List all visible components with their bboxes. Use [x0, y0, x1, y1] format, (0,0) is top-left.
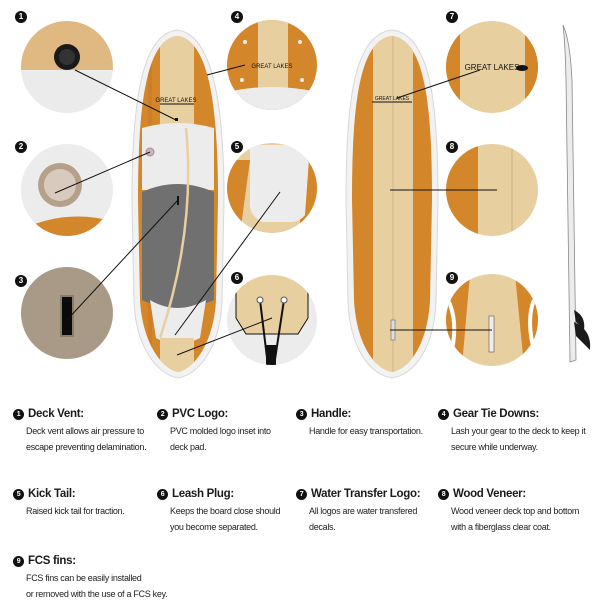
number-badge-icon: 6 — [157, 488, 168, 500]
callout-number-9: 9 — [446, 272, 458, 284]
feature-title: FCS fins: — [28, 555, 76, 567]
callout-number-5: 5 — [231, 141, 243, 153]
number-badge-icon: 4 — [438, 408, 449, 420]
feature-desc-line: All logos are water transfered — [309, 506, 418, 516]
callout-number-3: 3 — [15, 275, 27, 287]
feature-title: Kick Tail: — [28, 488, 76, 500]
feature-title: Handle: — [311, 408, 352, 420]
callout-6-leash-plug — [227, 275, 317, 365]
number-badge-icon: 7 — [296, 488, 307, 500]
feature-desc-line: Handle for easy transportation. — [309, 426, 423, 436]
callout-5-kick-tail — [227, 143, 317, 233]
callout-number-6: 6 — [231, 272, 243, 284]
feature-desc-line: secure while underway. — [451, 442, 538, 452]
feature-desc-line: Deck vent allows air pressure to — [26, 426, 144, 436]
number-badge-icon: 3 — [296, 408, 307, 420]
svg-text:GREAT LAKES: GREAT LAKES — [251, 64, 292, 70]
feature-title: PVC Logo: — [172, 408, 229, 420]
feature-pvc-logo: 2 PVC Logo: PVC molded logo inset into dec… — [157, 408, 297, 455]
callout-2-pvc-logo — [21, 144, 113, 236]
feature-desc-line: or removed with the use of a FCS key. — [26, 589, 168, 599]
feature-desc-line: Keeps the board close should — [170, 506, 281, 516]
callout-9-fcs-fins — [446, 274, 538, 366]
feature-desc-line: you become separated. — [170, 522, 258, 532]
feature-leash-plug: 6 Leash Plug: Keeps the board close shoul… — [157, 488, 297, 535]
feature-desc-line: PVC molded logo inset into — [170, 426, 271, 436]
bottom-view-board: GREAT LAKES — [345, 29, 439, 379]
callout-connector-lines — [54, 64, 497, 356]
feature-desc-line: Wood veneer deck top and bottom — [451, 506, 580, 516]
callout-number-4: 4 — [231, 11, 243, 23]
feature-desc-line: decals. — [309, 522, 336, 532]
callout-number-2: 2 — [15, 141, 27, 153]
feature-title: Wood Veneer: — [453, 488, 526, 500]
number-badge-icon: 8 — [438, 488, 449, 500]
feature-water-transfer-logo: 7 Water Transfer Logo: All logos are wate… — [296, 488, 441, 535]
feature-title: Water Transfer Logo: — [311, 488, 421, 500]
feature-desc-line: Raised kick tail for traction. — [26, 506, 125, 516]
number-badge-icon: 5 — [13, 488, 24, 500]
callout-number-1: 1 — [15, 11, 27, 23]
feature-handle: 3 Handle: Handle for easy transportation. — [296, 408, 436, 439]
feature-deck-vent: 1 Deck Vent: Deck vent allows air pressur… — [13, 408, 163, 455]
feature-desc-line: FCS fins can be easily installed — [26, 573, 142, 583]
feature-kick-tail: 5 Kick Tail: Raised kick tail for tractio… — [13, 488, 163, 519]
board-diagram: GREAT LAKES GREAT LAKES — [15, 11, 591, 379]
callout-7-water-transfer-logo: GREAT LAKES — [446, 21, 538, 113]
callout-number-7: 7 — [446, 11, 458, 23]
svg-text:GREAT LAKES: GREAT LAKES — [465, 63, 520, 72]
feature-title: Deck Vent: — [28, 408, 84, 420]
feature-desc-line: with a fiberglass clear coat. — [451, 522, 551, 532]
callout-3-handle — [21, 267, 113, 359]
callout-number-8: 8 — [446, 141, 458, 153]
number-badge-icon: 1 — [13, 408, 24, 420]
callout-8-wood-veneer — [446, 144, 538, 236]
feature-title: Leash Plug: — [172, 488, 234, 500]
feature-title: Gear Tie Downs: — [453, 408, 540, 420]
svg-text:GREAT LAKES: GREAT LAKES — [375, 96, 410, 102]
number-badge-icon: 2 — [157, 408, 168, 420]
feature-gear-tie-downs: 4 Gear Tie Downs: Lash your gear to the d… — [438, 408, 613, 455]
paddleboard-illustration: GREAT LAKES GREAT LAKES — [21, 20, 591, 379]
callout-1-deck-vent — [21, 21, 113, 113]
feature-desc-line: Lash your gear to the deck to keep it — [451, 426, 586, 436]
feature-desc-line: deck pad. — [170, 442, 207, 452]
deck-view-board: GREAT LAKES — [131, 29, 225, 379]
number-badge-icon: 9 — [13, 555, 24, 567]
feature-fcs-fins: 9 FCS fins: FCS fins can be easily instal… — [13, 555, 213, 602]
side-profile-board — [562, 24, 591, 363]
feature-wood-veneer: 8 Wood Veneer: Wood veneer deck top and b… — [438, 488, 613, 535]
svg-text:GREAT LAKES: GREAT LAKES — [155, 98, 196, 104]
feature-desc-line: escape preventing delamination. — [26, 442, 147, 452]
